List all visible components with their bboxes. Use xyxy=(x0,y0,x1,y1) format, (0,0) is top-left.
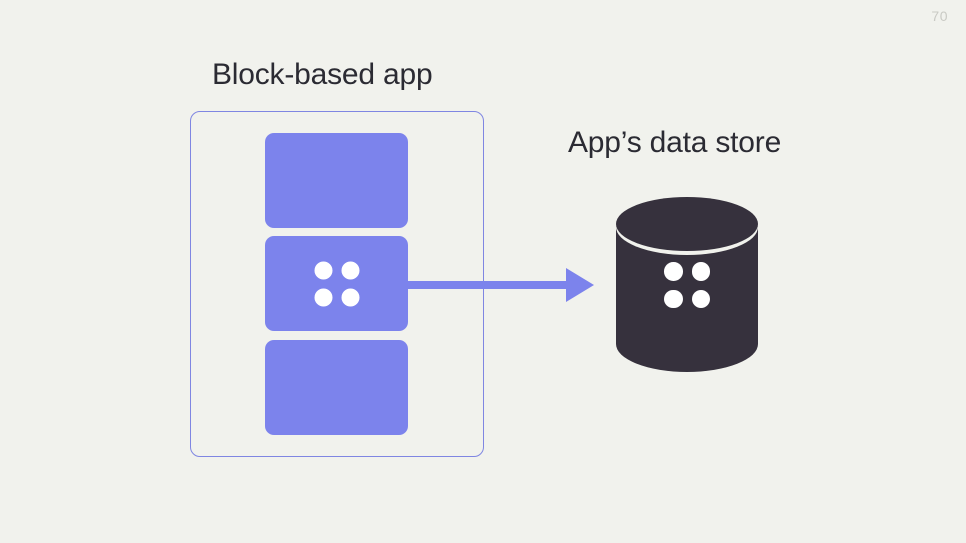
app-block-1[interactable] xyxy=(265,133,408,228)
db-dot-2 xyxy=(691,262,710,281)
arrow-right-icon xyxy=(400,268,594,302)
page-title-block-based-app: Block-based app xyxy=(212,58,433,91)
data-dots-icon-db xyxy=(664,262,710,308)
db-dot-3 xyxy=(664,289,683,308)
app-block-2[interactable] xyxy=(265,236,408,331)
page-title-app-data-store: App’s data store xyxy=(568,126,782,159)
database-cylinder-icon xyxy=(614,196,760,374)
db-dot-4 xyxy=(691,289,710,308)
app-block-3[interactable] xyxy=(265,340,408,435)
database-cylinder-shape xyxy=(616,197,758,372)
dot-4 xyxy=(341,288,359,306)
dot-3 xyxy=(314,288,332,306)
db-dot-1 xyxy=(664,262,683,281)
data-dots-icon xyxy=(314,261,359,306)
page-number: 70 xyxy=(931,8,948,24)
dot-2 xyxy=(341,261,359,279)
dot-1 xyxy=(314,261,332,279)
